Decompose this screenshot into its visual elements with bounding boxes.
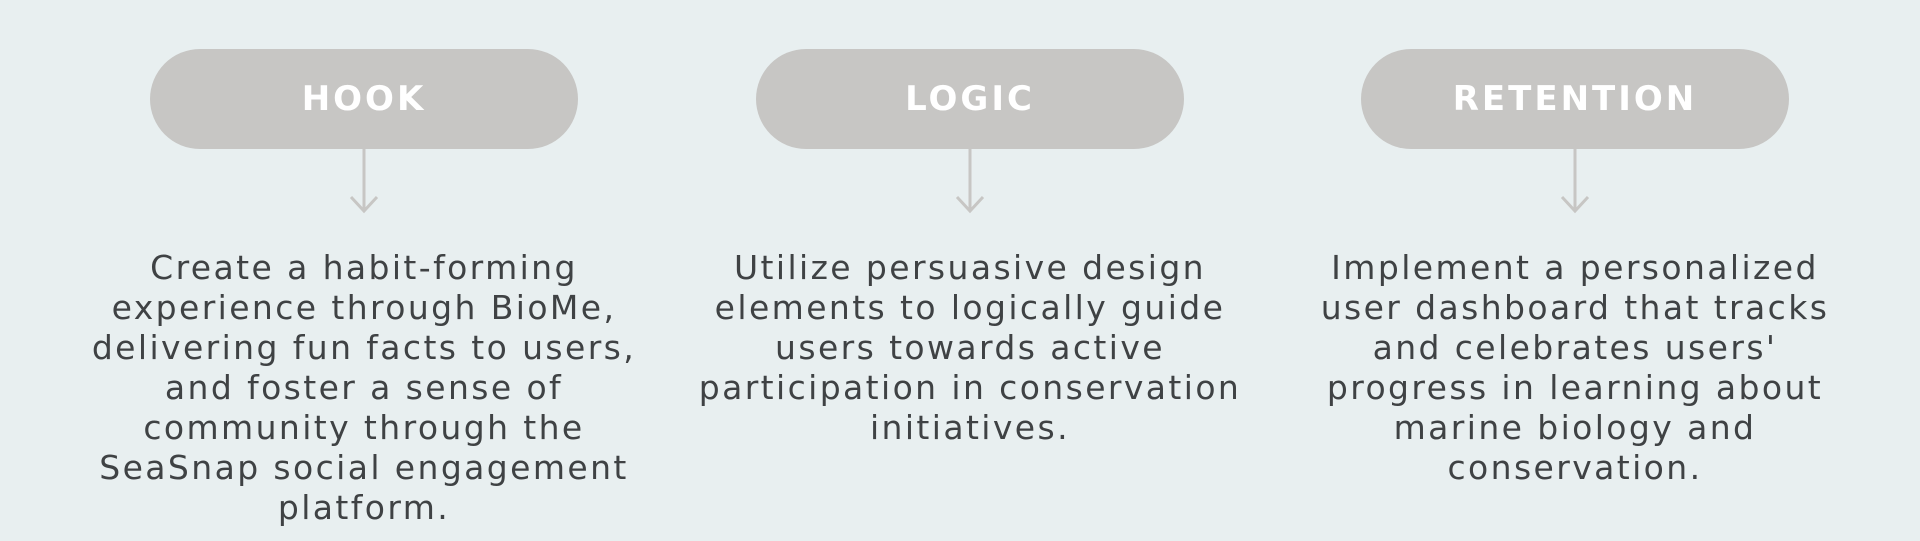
logic-column: LOGIC Utilize persuasive design elements… xyxy=(690,0,1250,541)
logic-pill: LOGIC xyxy=(756,49,1184,149)
hook-down-arrow-icon xyxy=(349,149,379,214)
hook-title: HOOK xyxy=(301,79,427,119)
retention-pill: RETENTION xyxy=(1361,49,1789,149)
logic-down-arrow-icon xyxy=(955,149,985,214)
hook-pill: HOOK xyxy=(150,49,578,149)
retention-down-arrow-icon xyxy=(1560,149,1590,214)
retention-title: RETENTION xyxy=(1452,79,1698,119)
hook-description: Create a habit-forming experience throug… xyxy=(91,248,637,527)
logic-title: LOGIC xyxy=(905,79,1035,119)
retention-column: RETENTION Implement a personalized user … xyxy=(1295,0,1855,541)
hook-column: HOOK Create a habit-forming experience t… xyxy=(84,0,644,541)
retention-description: Implement a personalized user dashboard … xyxy=(1320,248,1830,487)
logic-description: Utilize persuasive design elements to lo… xyxy=(698,248,1242,447)
